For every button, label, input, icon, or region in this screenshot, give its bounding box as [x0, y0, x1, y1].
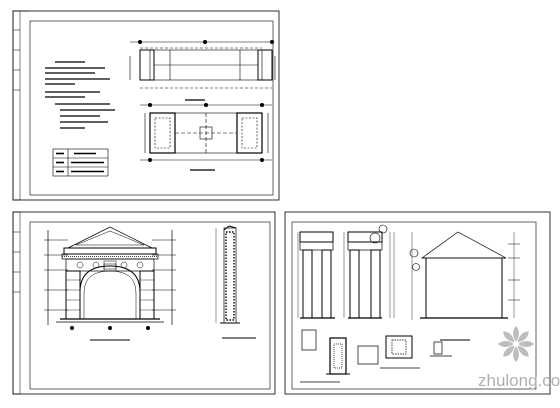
zhulong-snowflake-logo: [498, 326, 534, 362]
wall-section: [215, 225, 256, 339]
legend-table: [52, 148, 109, 177]
details: [300, 329, 452, 383]
roof-plan: [129, 40, 276, 101]
notes-block: [45, 61, 115, 129]
sheet-front-elevation: [12, 211, 276, 395]
roof-gable-elevation: [409, 231, 520, 341]
side-elevation: [297, 224, 395, 319]
zhulong-watermark: zhulong.com: [478, 326, 560, 390]
watermark-text: zhulong.com: [478, 371, 560, 390]
gateway-front-elevation: [44, 226, 176, 341]
sheet-side-elevation-details: [284, 211, 551, 395]
floor-plan: [140, 103, 272, 171]
sheet-plans: [12, 10, 280, 201]
